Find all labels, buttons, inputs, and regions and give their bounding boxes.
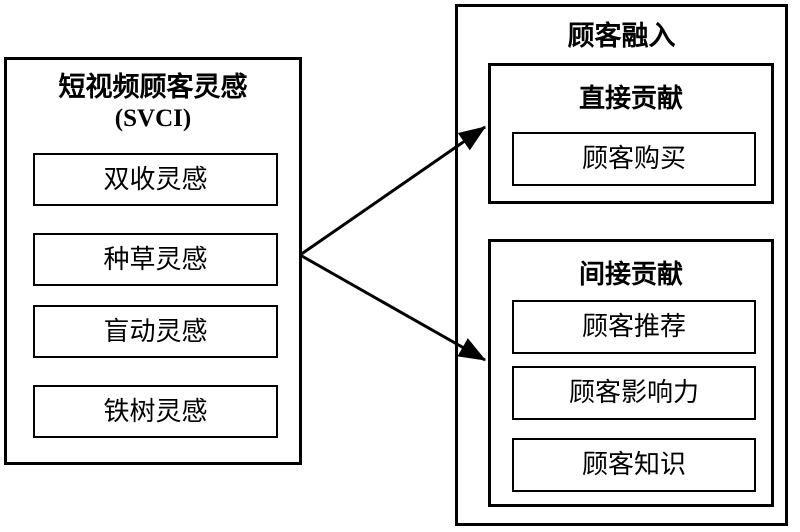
customer-engagement-panel: 顾客融入 直接贡献 顾客购买 间接贡献 顾客推荐 顾客影响力 顾客知识 (455, 4, 788, 526)
svci-panel-title-line2: (SVCI) (114, 104, 192, 132)
indirect-contribution-group: 间接贡献 顾客推荐 顾客影响力 顾客知识 (488, 239, 774, 507)
direct-contribution-title: 直接贡献 (578, 84, 683, 113)
direct-contribution-group: 直接贡献 顾客购买 (488, 63, 774, 204)
indirect-contribution-item-label-1: 顾客影响力 (568, 378, 699, 407)
direct-contribution-item-box-0[interactable]: 顾客购买 (512, 132, 756, 186)
indirect-contribution-item-label-0: 顾客推荐 (581, 312, 686, 341)
svci-item-box-3[interactable]: 铁树灵感 (33, 385, 278, 438)
indirect-contribution-item-label-2: 顾客知识 (581, 450, 686, 479)
indirect-contribution-item-box-0[interactable]: 顾客推荐 (512, 300, 756, 354)
svci-item-box-1[interactable]: 种草灵感 (33, 233, 278, 286)
svci-item-label-0: 双收灵感 (103, 164, 208, 194)
svci-item-label-2: 盲动灵感 (103, 316, 208, 346)
svci-item-label-3: 铁树灵感 (103, 396, 208, 426)
indirect-contribution-item-box-2[interactable]: 顾客知识 (512, 438, 756, 492)
svci-item-label-1: 种草灵感 (103, 244, 208, 274)
svci-panel-title: 短视频顾客灵感 (SVCI) (7, 72, 299, 133)
customer-engagement-panel-title: 顾客融入 (567, 21, 676, 51)
indirect-contribution-title: 间接贡献 (578, 260, 683, 289)
svci-item-box-0[interactable]: 双收灵感 (33, 153, 278, 206)
direct-contribution-item-label-0: 顾客购买 (581, 144, 686, 173)
svci-item-box-2[interactable]: 盲动灵感 (33, 305, 278, 358)
indirect-contribution-item-box-1[interactable]: 顾客影响力 (512, 366, 756, 420)
svci-panel: 短视频顾客灵感 (SVCI) 双收灵感 种草灵感 盲动灵感 铁树灵感 (4, 57, 302, 465)
svci-panel-title-line1: 短视频顾客灵感 (58, 72, 248, 102)
